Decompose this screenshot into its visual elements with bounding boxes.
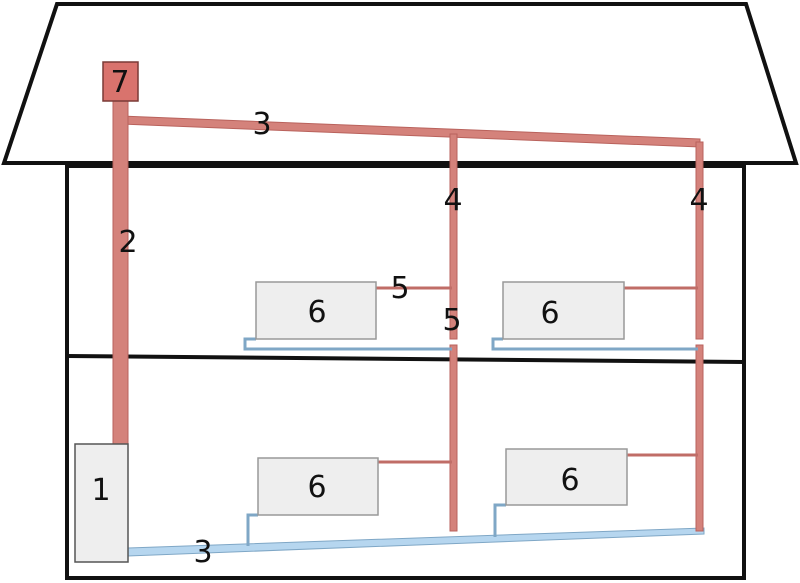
house-walls [65,164,746,580]
riser-right-upper [695,141,704,340]
riser-middle-upper [449,133,458,340]
label-supply-main: 3 [252,107,271,142]
supply-main-pipe [119,115,701,148]
expansion-tank [102,61,139,102]
return-upper-right [491,337,698,351]
return-upper-left [243,337,452,351]
return-lower-left [246,513,258,546]
label-return-main: 3 [193,535,212,570]
return-lower-right [493,503,506,537]
label-radiator-lower-right: 6 [560,463,579,498]
roof [1,1,799,165]
floor-divider [66,354,745,364]
label-boiler: 1 [91,473,110,508]
riser-right-lower [695,344,704,532]
radiator-lower-left [257,457,379,516]
label-radiator-upper-left: 6 [307,295,326,330]
radiator-upper-right [502,281,625,340]
main-riser-pipe [112,98,129,445]
return-main-pipe [127,527,705,557]
boiler [74,443,129,563]
radiator-upper-left [255,281,377,340]
radiator-lower-right [505,448,628,506]
label-branch-lower: 5 [442,303,461,338]
riser-middle-lower [449,344,458,532]
label-branch-upper: 5 [390,271,409,306]
label-main-riser: 2 [118,225,137,260]
label-radiator-upper-right: 6 [540,296,559,331]
label-radiator-lower-left: 6 [307,470,326,505]
label-riser-right: 4 [689,183,708,218]
label-expansion-tank: 7 [110,65,129,100]
label-riser-middle: 4 [443,183,462,218]
